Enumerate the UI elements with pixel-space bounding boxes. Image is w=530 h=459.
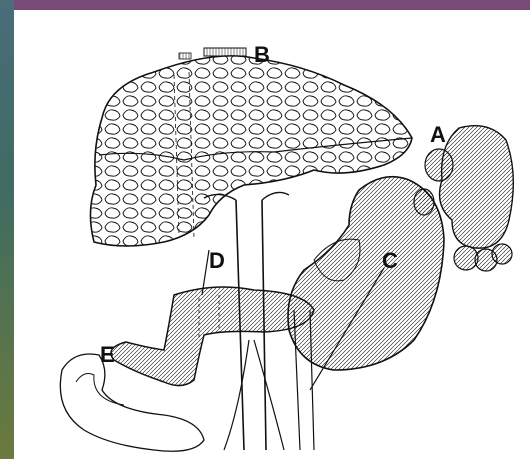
label-d: D — [209, 248, 225, 273]
diagram-panel: A B C D E — [14, 10, 530, 459]
label-c: C — [382, 248, 398, 273]
label-e: E — [100, 342, 115, 367]
label-a: A — [430, 122, 446, 147]
left-accent-strip — [0, 0, 14, 459]
duodenum — [111, 287, 314, 386]
label-b: B — [254, 42, 270, 67]
anatomy-diagram: A B C D E — [14, 10, 530, 459]
